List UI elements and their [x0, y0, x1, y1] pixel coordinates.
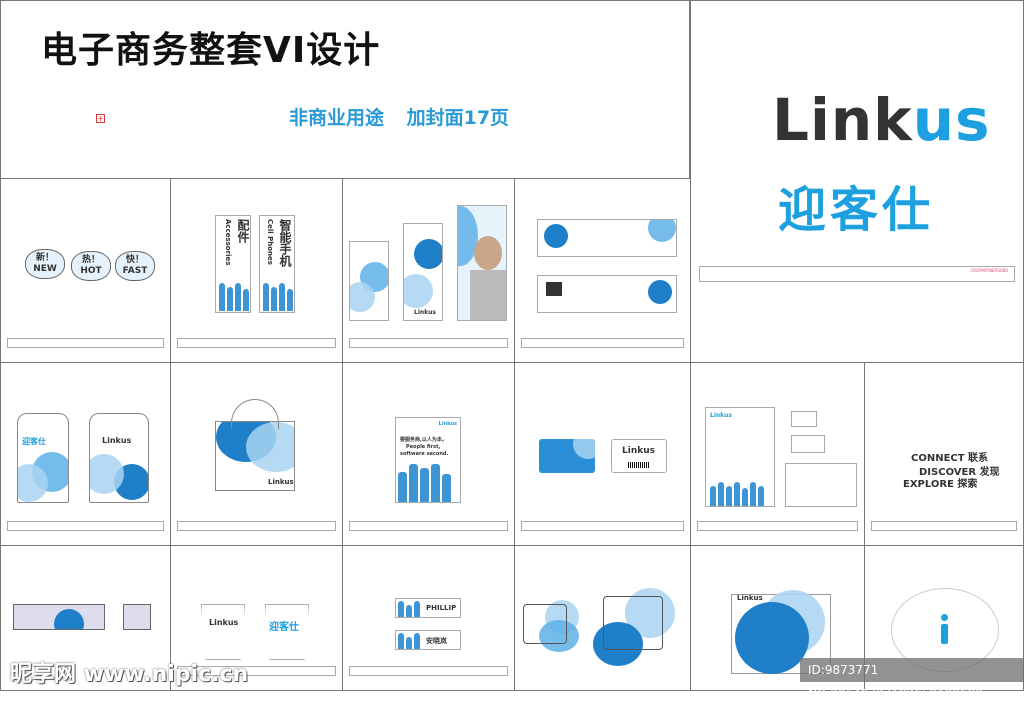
cup-logo-cn: 迎客仕 [269, 622, 299, 633]
panel-stationery: Linkus [690, 362, 865, 546]
plus-icon: + [96, 114, 105, 123]
card-logo: Linkus [622, 446, 655, 456]
panel-footer [7, 338, 164, 348]
tag-logo-cn: 迎客仕 [22, 437, 46, 446]
badge-hot: 热！HOT [71, 251, 111, 281]
sign-phones-cn: 智能手机 [278, 219, 292, 267]
panel-footer [177, 666, 336, 676]
panel-cards: Linkus [514, 362, 691, 546]
panel-footer [177, 521, 336, 531]
panel-namecards: PHILLIP 安晓岚 [342, 545, 515, 691]
people-graphic [710, 482, 764, 506]
slogan-connect: CONNECT 联系 [911, 453, 989, 464]
people-graphic [398, 464, 451, 502]
namecard-cn-name: 安晓岚 [426, 637, 447, 645]
cover-panel: 电子商务整套VI设计 + 非商业用途 加封面17页 [0, 0, 690, 179]
panel-footer [177, 338, 336, 348]
panel-signs: 配件 Accessories 智能手机 Cell Phones [170, 178, 343, 363]
panel-slogan: CONNECT 联系 DISCOVER 发现 EXPLORE 探索 [864, 362, 1024, 546]
panel-footer [349, 338, 508, 348]
panel-hang-tags: 迎客仕 Linkus [0, 362, 171, 546]
watermark: 昵享网 www.nipic.cn [10, 662, 249, 687]
logo-en: Linkus [772, 86, 991, 154]
panel-footer [871, 521, 1017, 531]
panel-tshirts [514, 545, 691, 691]
people-graphic [219, 283, 249, 311]
tag-logo-en: Linkus [102, 436, 132, 445]
page-title: 电子商务整套VI设计 [41, 30, 381, 71]
panel-bus [0, 545, 171, 691]
panel-footer [349, 666, 508, 676]
sign-accessories-en: Accessories [224, 219, 232, 266]
poster-cn: 要服务商,以人为本。 [400, 437, 447, 443]
namecard-name: PHILLIP [426, 604, 457, 612]
poster-en2: software second. [400, 451, 449, 457]
badge-fast: 快！FAST [115, 251, 155, 281]
people-graphic [263, 283, 293, 311]
panel-footer [521, 521, 684, 531]
panel-footer: CROPARTNERS/DEI [699, 266, 1015, 282]
subtitle: 非商业用途 加封面17页 [289, 107, 510, 129]
slogan-explore: EXPLORE 探索 [903, 479, 978, 490]
slogan-discover: DISCOVER 发现 [919, 467, 1000, 478]
logo-panel: CROPARTNERS/DEI [690, 0, 1024, 363]
panel-footer [697, 521, 858, 531]
panel-footer [349, 521, 508, 531]
sign-phones-en: Cell Phones [266, 219, 274, 265]
panel-poster: Linkus 要服务商,以人为本。 People first, software… [342, 362, 515, 546]
bag-logo: Linkus [268, 478, 294, 486]
logo-cn: 迎客仕 [778, 182, 935, 238]
panel-bag: Linkus [170, 362, 343, 546]
image-id: ID:9873771 NO:20140727182652109680 [800, 658, 1024, 701]
info-icon [941, 624, 948, 644]
sign-accessories-cn: 配件 [236, 219, 250, 243]
panel-web [514, 178, 691, 363]
panel-banners: Linkus [342, 178, 515, 363]
poster-en1: People first, [406, 444, 441, 450]
panel-footer [521, 338, 684, 348]
badge-new: 新！NEW [25, 249, 65, 279]
panel-badges: 新！NEW 热！HOT 快！FAST [0, 178, 171, 363]
barcode [628, 462, 650, 468]
panel-footer [7, 521, 164, 531]
banner-logo: Linkus [414, 309, 436, 316]
poster-logo: Linkus [438, 421, 457, 427]
cup-logo-en: Linkus [209, 618, 239, 627]
